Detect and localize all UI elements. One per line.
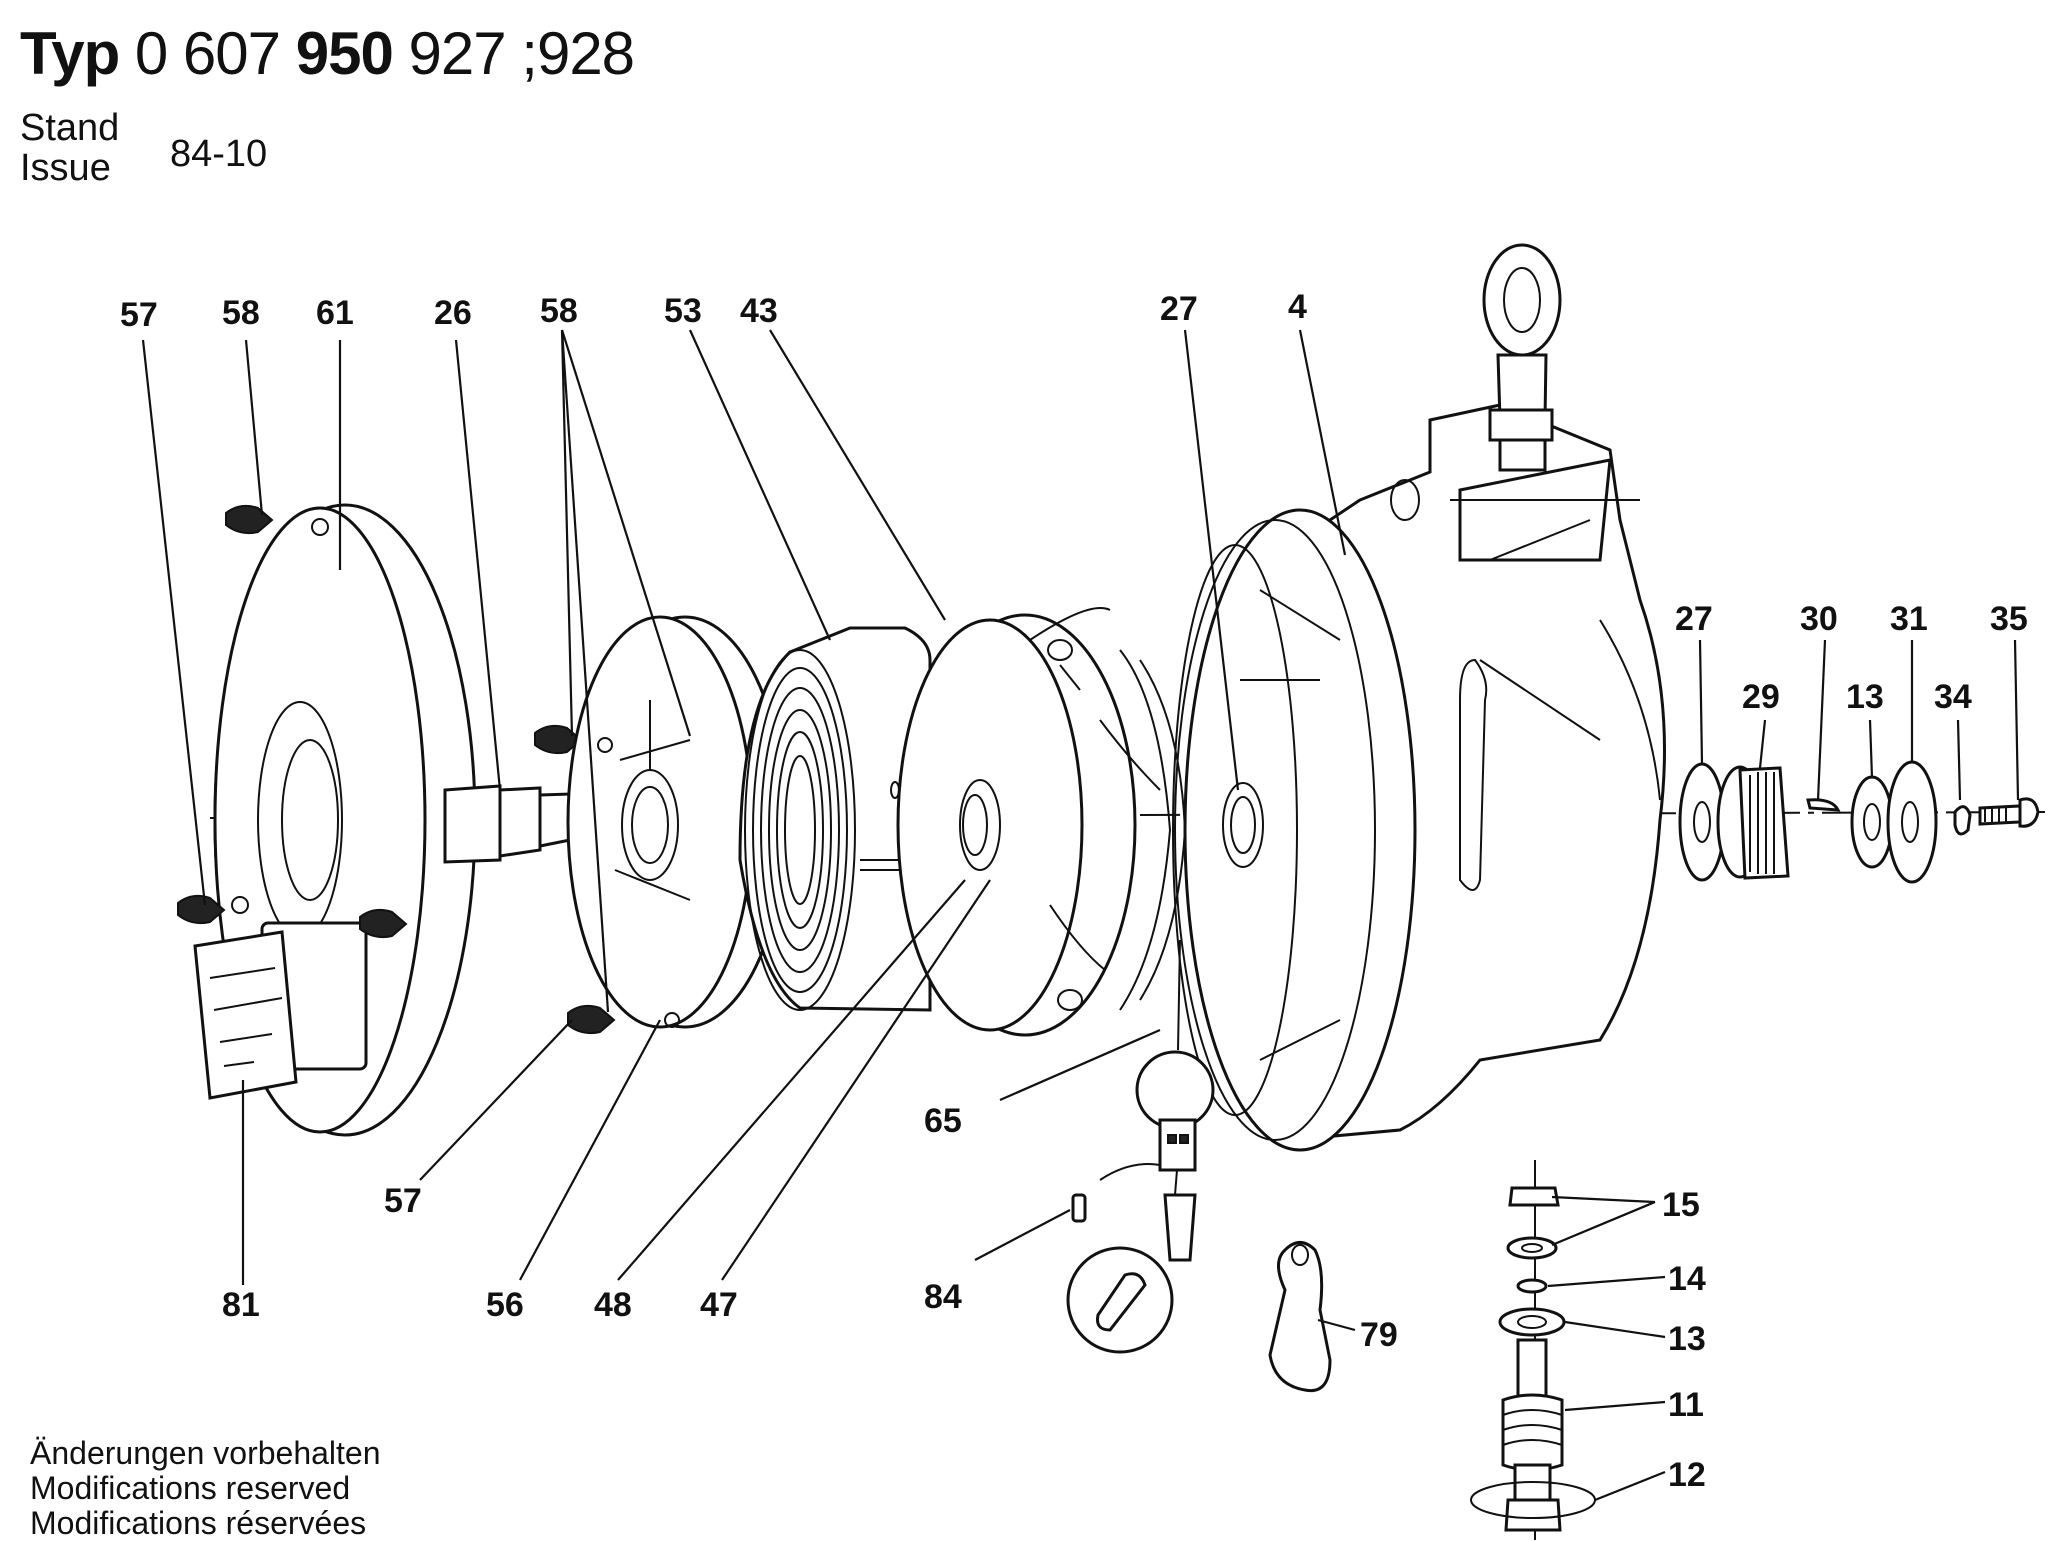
type-number-part2: 950	[295, 20, 394, 87]
issue-block: Stand Issue 84-10	[20, 107, 267, 189]
part-43-drum	[896, 607, 1187, 1037]
callout-65: 65	[924, 1102, 962, 1140]
callout-13-bottom: 13	[1668, 1320, 1706, 1358]
snap-hook-79	[1268, 1241, 1332, 1393]
callout-43: 43	[740, 292, 778, 330]
callout-58-top-left: 58	[222, 294, 260, 332]
callout-labels: 57 58 61 26 58 53 43 27 4 27 29 30 13 31…	[120, 288, 2028, 1494]
right-stack-parts	[1678, 760, 2040, 884]
callout-13-right: 13	[1846, 678, 1884, 716]
part-56-housing-plate	[566, 615, 787, 1029]
callout-11: 11	[1668, 1386, 1704, 1424]
callout-31: 31	[1890, 600, 1928, 638]
footer-line-en: Modifications reserved	[30, 1470, 351, 1506]
part-61-cover-plate	[193, 503, 477, 1137]
callout-56: 56	[486, 1286, 524, 1324]
callout-47: 47	[700, 1286, 738, 1324]
callout-58-top-center: 58	[540, 292, 578, 330]
callout-79: 79	[1360, 1316, 1398, 1354]
callout-14: 14	[1668, 1260, 1706, 1298]
callout-30: 30	[1800, 600, 1838, 638]
footer-line-fr: Modifications réservées	[30, 1505, 367, 1541]
part-4-main-housing	[1172, 403, 1666, 1152]
callout-12: 12	[1668, 1456, 1706, 1494]
callout-15: 15	[1662, 1186, 1700, 1224]
callout-34: 34	[1934, 678, 1972, 716]
stand-label: Stand	[20, 107, 120, 149]
callout-4: 4	[1288, 288, 1307, 326]
callout-26: 26	[434, 294, 472, 332]
callout-57-bottom: 57	[384, 1182, 422, 1220]
bolt-assembly	[1470, 1160, 1596, 1540]
callout-81: 81	[222, 1286, 260, 1324]
callout-27-right: 27	[1675, 600, 1713, 638]
issue-label: Issue	[20, 147, 111, 189]
callout-27-top: 27	[1160, 290, 1198, 328]
footer-notice: Änderungen vorbehalten Modifications res…	[30, 1436, 381, 1541]
eyebolt	[1482, 243, 1562, 472]
callout-57-top: 57	[120, 296, 158, 334]
hook-assembly	[1066, 939, 1215, 1354]
callout-48: 48	[594, 1286, 632, 1324]
callout-29: 29	[1742, 678, 1780, 716]
footer-line-de: Änderungen vorbehalten	[30, 1435, 381, 1471]
type-number-part1: 0 607	[134, 20, 281, 87]
typ-label: Typ	[20, 20, 120, 87]
callout-61: 61	[316, 294, 354, 332]
type-number-part3: 927 ;928	[408, 20, 636, 87]
part-53-spring-coil	[738, 626, 966, 1012]
callout-84: 84	[924, 1278, 962, 1316]
issue-value: 84-10	[170, 133, 268, 175]
leader-lines	[141, 329, 2020, 1502]
callout-35: 35	[1990, 600, 2028, 638]
callout-53: 53	[664, 292, 702, 330]
drawing-title: Typ 0 607 950 927 ;928	[20, 18, 636, 90]
